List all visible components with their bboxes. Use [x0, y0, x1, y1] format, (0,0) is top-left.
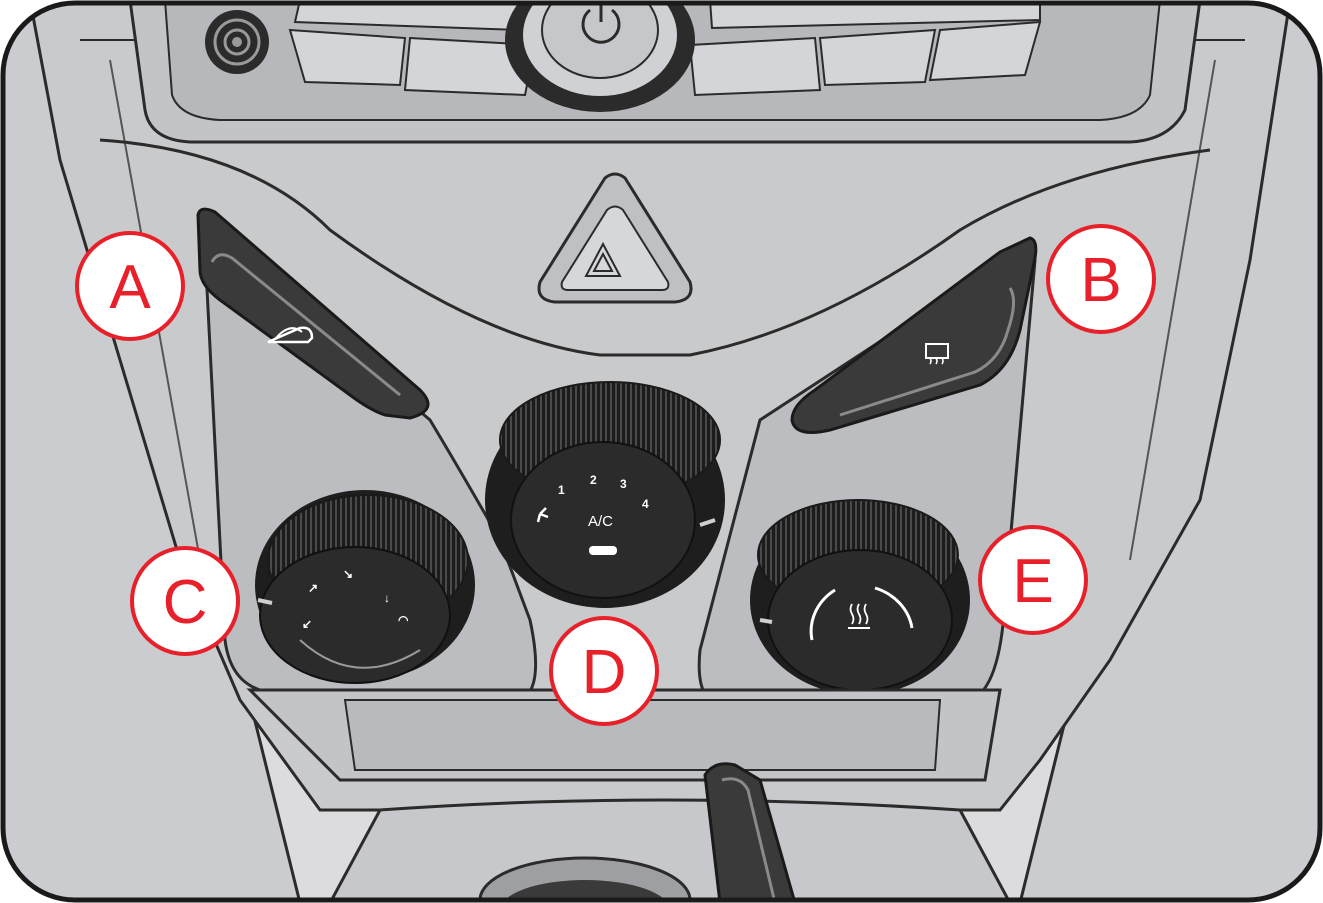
- fan-icon: [536, 507, 549, 523]
- recirculation-button[interactable]: [196, 207, 430, 420]
- vent-face-icon: ↗: [308, 581, 318, 595]
- rear-defrost-button[interactable]: [790, 236, 1038, 434]
- heat-icon: [848, 603, 870, 629]
- ac-indicator-light: [589, 546, 617, 555]
- vent-face-floor-icon: ↙: [302, 617, 312, 631]
- air-recirculation-icon: [267, 326, 314, 344]
- callout-c-label: C: [163, 568, 208, 637]
- callout-e-label: E: [1012, 547, 1053, 616]
- fan-speed-1: 1: [558, 483, 565, 497]
- radio-button-row-left[interactable]: [288, 0, 537, 97]
- callout-c: C: [130, 546, 240, 656]
- callout-b: B: [1046, 224, 1156, 334]
- fan-speed-2: 2: [590, 473, 597, 487]
- callout-d: D: [549, 616, 659, 726]
- rear-defrost-icon: [925, 343, 949, 365]
- vent-floor-icon: ↓: [384, 591, 390, 605]
- radio-button-row-right[interactable]: [688, 0, 1042, 97]
- windshield-icon: ◠: [398, 613, 409, 627]
- fan-speed-4: 4: [642, 497, 649, 511]
- fan-speed-knob[interactable]: 1 2 3 4 A/C: [485, 381, 725, 608]
- temperature-knob[interactable]: [750, 499, 970, 695]
- callout-a-label: A: [109, 253, 151, 322]
- aux-jack[interactable]: [205, 10, 269, 74]
- fan-speed-3: 3: [620, 477, 627, 491]
- gear-lever[interactable]: [703, 762, 797, 903]
- hazard-triangle-icon: [584, 241, 622, 277]
- callout-e: E: [978, 525, 1088, 635]
- ac-label: A/C: [588, 513, 613, 530]
- callout-b-label: B: [1080, 246, 1121, 315]
- air-distribution-knob[interactable]: ↗ ↘ ↓ ↙ ◠: [255, 490, 475, 684]
- hazard-button[interactable]: [537, 172, 693, 304]
- callout-d-label: D: [582, 638, 627, 707]
- cup-holder: [478, 856, 692, 900]
- vent-bilevel-icon: ↘: [343, 567, 353, 581]
- callout-a: A: [75, 231, 185, 341]
